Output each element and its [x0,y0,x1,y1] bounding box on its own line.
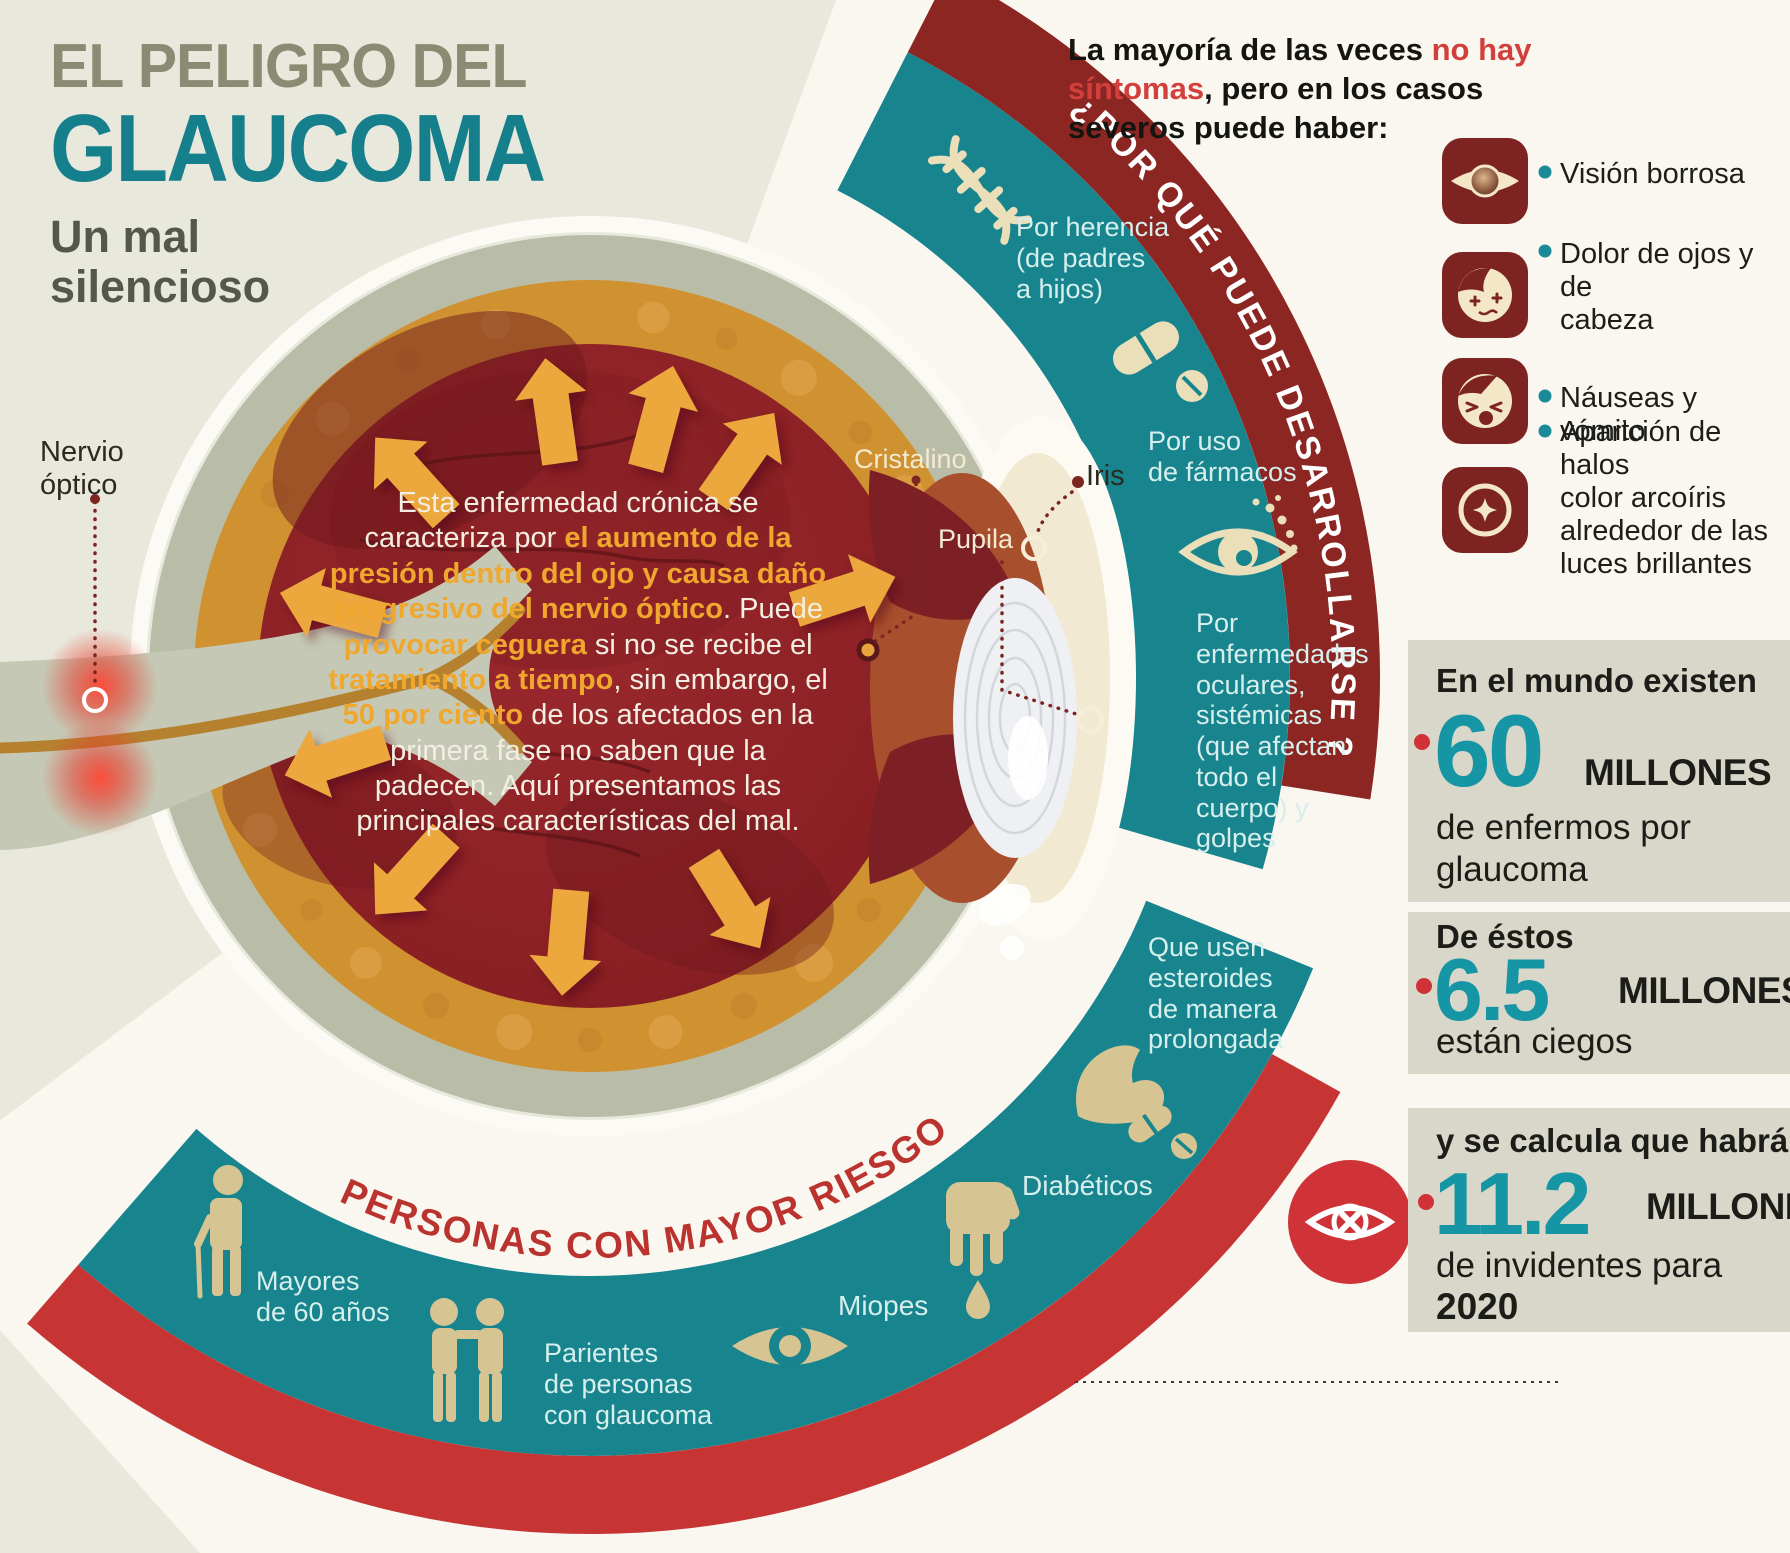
risk-teal-band [78,900,1314,1456]
cristalino-label: Cristalino [854,444,967,474]
subtitle: Un mal silencioso [50,211,599,313]
pupila-marker [1076,706,1104,734]
steroids-icon [1076,1045,1197,1159]
pupila-label: Pupila [938,524,1014,554]
nausea-face-icon [1458,374,1512,428]
title-block: EL PELIGRO DEL GLAUCOMA Un mal silencios… [50,36,599,313]
family-icon [430,1298,504,1422]
optic-nerve [0,546,532,850]
elderly-person-icon [194,1165,243,1299]
subtitle-line2: silencioso [50,261,271,313]
eye-disease-icon [1178,495,1298,576]
cristalino-dot [911,475,921,485]
stat-desc: glaucoma [1436,850,1588,889]
risk-red-band [27,1054,1341,1535]
stat-bullet [1418,1194,1434,1210]
cornea-lens-assembly [868,416,1136,960]
stat-desc: de invidentes para [1436,1246,1723,1285]
symptom-item-vision-borrosa: Visión borrosa [1560,158,1745,190]
stat-value: 60 [1434,694,1544,808]
stat-blind: De éstos 6.5 MILLONES están ciegos [1408,912,1790,1074]
why-develop-maroon-band [907,0,1380,800]
stat-desc: de enfermos por [1436,808,1691,847]
nerve-damage-glow [42,720,158,836]
stat-intro: De éstos [1436,918,1574,955]
stat-intro: En el mundo existen [1436,662,1757,699]
stat-desc: están ciegos [1436,1022,1633,1061]
stat-unit: MILLONES [1618,970,1790,1011]
blindness-icon [1288,1160,1412,1284]
gray-corner [0,1330,200,1553]
blurry-vision-icon [1451,164,1519,198]
iris-dot [1072,476,1084,488]
why-develop-teal-band [837,52,1290,870]
pills-icon [1113,321,1208,402]
nervio-marker [82,687,108,713]
stat-bullet [1416,978,1432,994]
nervio-dot [90,494,100,504]
symptom-bullets [1538,165,1552,438]
leader-lines [93,482,1078,716]
intro-paragraph: Esta enfermedad crónica se caracteriza p… [328,487,828,838]
stat-value: 11.2 [1434,1154,1591,1253]
nervio-optico-label: Nervio óptico [40,436,124,502]
symptom-item-nauseas: Náuseas y vómito [1560,382,1698,447]
lens [953,578,1077,858]
symptom-tiles [1442,138,1552,553]
symptoms-header: La mayoría de las veces no hay síntomas,… [1068,32,1532,146]
x-mark [1339,1211,1361,1233]
stat-projection-2020: y se calcula que habrá 11.2 MILLONES de … [1408,1108,1790,1332]
subtitle-line1: Un mal [50,211,201,263]
stat-intro: y se calcula que habrá [1436,1122,1789,1159]
diabeticos-label: Diabéticos [1022,1170,1153,1201]
diabetes-hand-icon [946,1182,1020,1319]
halo-icon [1458,483,1512,537]
stat-value: 6.5 [1434,940,1550,1039]
myopia-eye-icon [732,1325,848,1367]
stat-world-glaucoma: En el mundo existen 60 MILLONES de enfer… [1408,640,1790,902]
cane [195,1241,203,1299]
nerve-damage-glow [42,628,158,744]
title-line2: GLAUCOMA [50,95,546,202]
iris-marker [1021,535,1047,561]
upper-hood [868,470,1020,620]
title-line1: EL PELIGRO DEL [50,32,527,101]
stat-unit: MILLONES [1646,1186,1790,1227]
stat-unit: MILLONES [1584,752,1772,793]
cristalino-marker [856,638,880,662]
iris-label: Iris [1086,460,1125,492]
dna-icon [927,135,1033,245]
blood-drop-icon [966,1280,990,1319]
stat-bullet [1414,734,1430,750]
stat-year: 2020 [1436,1286,1519,1327]
miopes-label: Miopes [838,1290,929,1321]
pain-face-icon [1458,267,1512,322]
